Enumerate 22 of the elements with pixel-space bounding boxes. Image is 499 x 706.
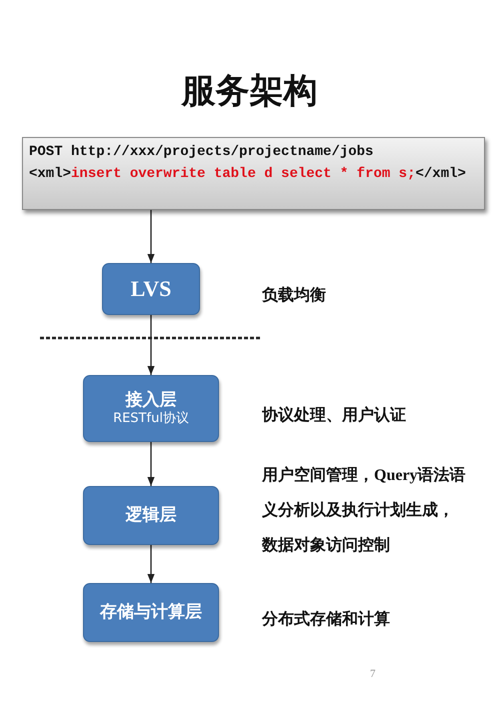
description-text: 分布式存储和计算: [262, 610, 391, 630]
arrow: [147, 442, 155, 486]
code-line: POST http://xxx/projects/projectname/jobs: [29, 144, 374, 160]
layer-box: [83, 486, 219, 545]
description-text: 用户空间管理，Query语法语义分析以及执行计划生成，数据对象访问控制: [262, 465, 467, 556]
request-box: [22, 137, 485, 210]
arrow: [147, 545, 155, 583]
page-number: 7: [370, 668, 376, 680]
layer-name: 逻辑层: [126, 504, 176, 527]
arrow: [147, 315, 155, 375]
title: 服务架构: [180, 70, 318, 113]
layer-name: 存储与计算层: [100, 601, 202, 624]
layer-name: 接入层: [126, 389, 176, 411]
layer-name: LVS: [130, 274, 172, 303]
layer-box: [83, 375, 219, 442]
code-line: <xml>insert overwrite table d select * from s;</xml>: [29, 166, 467, 182]
description-text: 协议处理、用户认证: [262, 405, 407, 426]
layer-box: [102, 263, 200, 315]
arrow: [147, 210, 155, 263]
description-text: 负载均衡: [262, 286, 327, 306]
layer-box: [83, 583, 219, 642]
layer-subtitle: RESTful协议: [113, 411, 189, 428]
